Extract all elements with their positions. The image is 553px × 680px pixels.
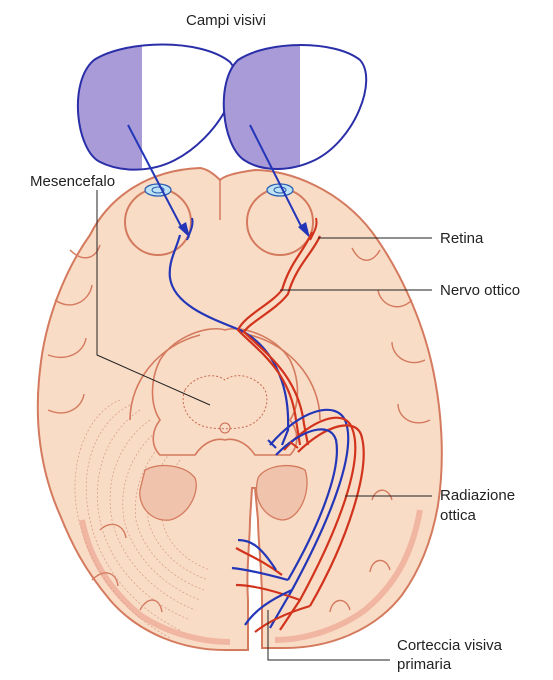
optic-radiation: [231, 408, 365, 633]
midbrain-region: [129, 328, 321, 521]
label-retina: Retina: [440, 230, 484, 247]
optic-nerve-blue: [168, 234, 290, 446]
left-visual-field: [76, 43, 237, 171]
label-corteccia-line2: primaria: [397, 656, 452, 673]
left-eye: [124, 183, 192, 256]
light-rays: [127, 124, 310, 238]
label-mesencefalo: Mesencefalo: [30, 173, 115, 190]
right-eye: [246, 183, 314, 256]
right-visual-field: [222, 44, 368, 170]
leader-lines: [96, 190, 432, 661]
title: Campi visivi: [186, 12, 266, 29]
lgn-hooks: [267, 439, 299, 449]
label-corteccia-line1: Corteccia visiva: [397, 637, 503, 654]
label-radiazione-line1: Radiazione: [440, 487, 515, 504]
cerebellar-striations: [74, 399, 211, 639]
label-nervo-ottico: Nervo ottico: [440, 282, 520, 299]
optic-nerve-red: [236, 231, 322, 446]
label-radiazione-line2: ottica: [440, 507, 477, 524]
